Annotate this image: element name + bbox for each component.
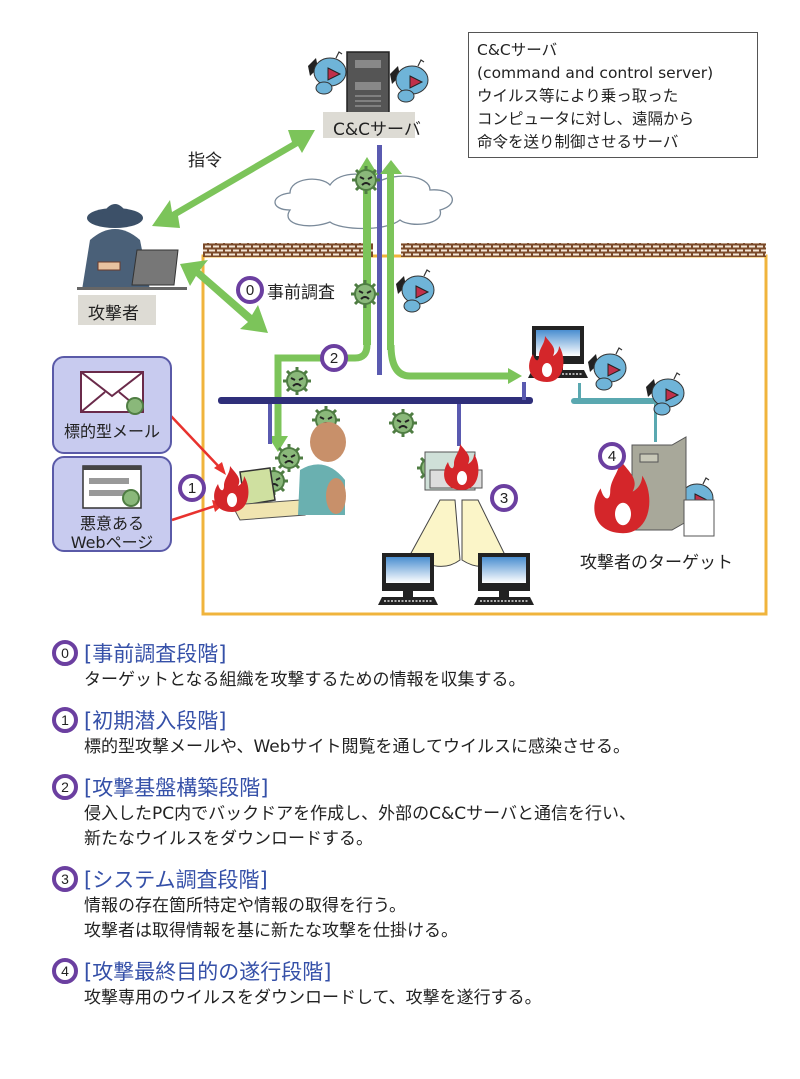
stage-description: 新たなウイルスをダウンロードする。: [84, 829, 373, 849]
stage-item: 3[システム調査段階] 情報の存在箇所特定や情報の取得を行う。 攻撃者は取得情報…: [52, 864, 792, 944]
targeted-mail-label: 標的型メール: [63, 422, 160, 441]
desktop-pc-icon: [473, 552, 535, 606]
webpage-icon: [82, 465, 142, 509]
green-up-arrow: [356, 157, 378, 345]
stage-badge: 4: [52, 958, 78, 984]
stage-badge-0: 0: [236, 276, 264, 304]
command-label: 指令: [188, 151, 222, 171]
malicious-webpage-label-2: Webページ: [70, 533, 154, 552]
stage-badge: 0: [52, 640, 78, 666]
stage-item: 4[攻撃最終目的の遂行段階] 攻撃専用のウイルスをダウンロードして、攻撃を遂行す…: [52, 956, 792, 1011]
stage-title: [初期潜入段階]: [84, 709, 227, 733]
info-line: ウイルス等により乗っ取った: [477, 87, 679, 105]
stage-description: 情報の存在箇所特定や情報の取得を行う。: [84, 896, 406, 916]
virus-icon: [387, 407, 419, 439]
hacker-icon: [77, 204, 187, 290]
stage-description: 攻撃専用のウイルスをダウンロードして、攻撃を遂行する。: [84, 988, 542, 1008]
stage-badge-3: 3: [490, 484, 518, 512]
stage-item: 1[初期潜入段階] 標的型攻撃メールや、Webサイト閲覧を通してウイルスに感染さ…: [52, 705, 792, 760]
stage-badge: 1: [52, 707, 78, 733]
infection-route: [274, 344, 371, 440]
stage-title: [攻撃最終目的の遂行段階]: [84, 960, 332, 984]
stage-title: [事前調査段階]: [84, 642, 227, 666]
lan-segment: [571, 398, 656, 404]
bat-creature-icon: [395, 269, 435, 313]
info-line: コンピュータに対し、遠隔から: [477, 110, 695, 128]
stage-title: [システム調査段階]: [84, 868, 268, 892]
server-icon: [346, 51, 390, 117]
stage-description: ターゲットとなる組織を攻撃するための情報を収集する。: [84, 670, 526, 690]
info-line: C&Cサーバ: [477, 41, 558, 59]
bat-creature-icon: [587, 347, 627, 391]
fire-icon: [444, 444, 479, 490]
virus-icon: [273, 442, 305, 474]
stage-title: [攻撃基盤構築段階]: [84, 776, 269, 800]
firewall-icon: [401, 243, 766, 257]
desktop-pc-icon: [377, 552, 439, 606]
stage-item: 2[攻撃基盤構築段階] 侵入したPC内でバックドアを作成し、外部のC&Cサーバと…: [52, 772, 792, 852]
virus-icon: [350, 164, 382, 196]
malicious-webpage-label-1: 悪意ある: [79, 514, 144, 533]
stage-description: 侵入したPC内でバックドアを作成し、外部のC&Cサーバと通信を行い、: [84, 804, 636, 824]
targeted-mail-box: 標的型メール: [52, 356, 172, 454]
victim-workstation-icon: [231, 422, 346, 521]
stage-legend: 0[事前調査段階] ターゲットとなる組織を攻撃するための情報を収集する。 1[初…: [52, 638, 792, 1023]
recon-arrow: [180, 260, 268, 333]
stage-badge: 2: [52, 774, 78, 800]
info-line: (command and control server): [477, 64, 714, 82]
stage-badge-4: 4: [598, 442, 626, 470]
stage-badge-1: 1: [178, 474, 206, 502]
attacker-label: 攻撃者: [88, 304, 139, 324]
bat-creature-icon: [307, 51, 347, 95]
stage-description: 標的型攻撃メールや、Webサイト閲覧を通してウイルスに感染させる。: [84, 737, 631, 757]
target-label: 攻撃者のターゲット: [580, 553, 733, 573]
cc-server-label: C&Cサーバ: [333, 120, 421, 140]
virus-icon: [281, 365, 313, 397]
cc-server-info-box: C&Cサーバ (command and control server) ウイルス…: [468, 32, 758, 158]
stage-badge-2: 2: [320, 344, 348, 372]
malicious-webpage-box: 悪意ある Webページ: [52, 456, 172, 552]
command-arrow: [152, 130, 315, 228]
stage-item: 0[事前調査段階] ターゲットとなる組織を攻撃するための情報を収集する。: [52, 638, 792, 693]
bat-creature-icon: [645, 372, 685, 416]
firewall-icon: [203, 243, 373, 257]
stage-description: 攻撃者は取得情報を基に新たな攻撃を仕掛ける。: [84, 921, 458, 941]
recon-text: 事前調査: [267, 282, 335, 303]
stage-badge: 3: [52, 866, 78, 892]
virus-icon: [349, 278, 381, 310]
envelope-icon: [80, 371, 144, 415]
bat-creature-icon: [389, 59, 429, 103]
lan-backbone: [218, 397, 533, 404]
recon-label: 0 事前調査: [236, 276, 335, 304]
info-line: 命令を送り制御させるサーバ: [477, 133, 679, 151]
attack-diagram: [77, 51, 768, 616]
